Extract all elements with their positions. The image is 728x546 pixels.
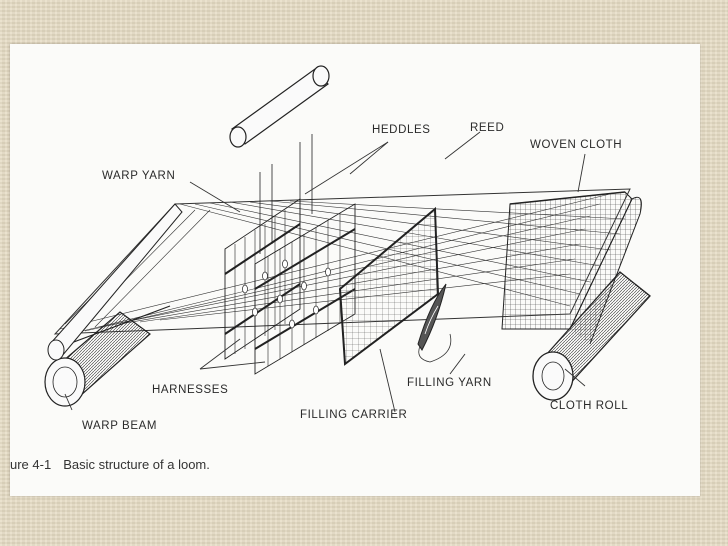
leader-lines: [64, 131, 586, 413]
figure-page: HEDDLES REED WOVEN CLOTH WARP YARN HARNE…: [10, 44, 700, 496]
label-harnesses: HARNESSES: [152, 384, 229, 396]
front-roller: [47, 203, 183, 361]
filling-carrier: [417, 283, 447, 351]
label-warp-beam: WARP BEAM: [82, 420, 158, 432]
cloth-roll: [532, 271, 651, 401]
label-warp-yarn: WARP YARN: [102, 170, 176, 182]
overhead-roller: [229, 65, 330, 148]
label-woven-cloth: WOVEN CLOTH: [530, 139, 623, 151]
label-heddles: HEDDLES: [372, 124, 431, 136]
label-reed: REED: [470, 122, 505, 134]
label-filling-yarn: FILLING YARN: [407, 377, 492, 389]
filling-yarn: [418, 333, 452, 363]
loom-diagram: [44, 65, 651, 413]
figure-caption: ure 4-1 Basic structure of a loom.: [10, 457, 210, 472]
label-cloth-roll: CLOTH ROLL: [550, 400, 629, 412]
figure-number: ure 4-1: [10, 457, 52, 472]
label-filling-carrier: FILLING CARRIER: [300, 409, 408, 421]
figure-caption-text: Basic structure of a loom.: [63, 457, 210, 472]
reed: [338, 206, 440, 366]
harnesses: [224, 134, 356, 375]
